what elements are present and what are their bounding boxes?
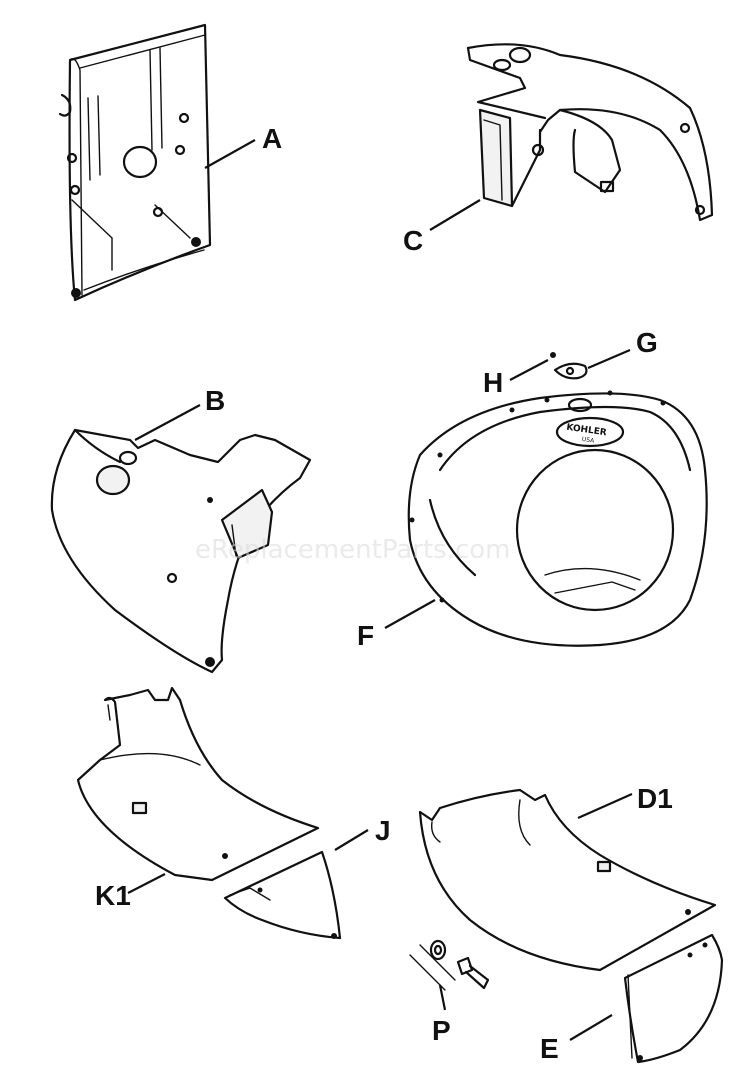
part-j-small-shield bbox=[223, 850, 342, 940]
label-j: J bbox=[375, 815, 391, 846]
label-d1: D1 bbox=[637, 783, 673, 814]
kohler-logo-subtext: USA bbox=[581, 436, 595, 445]
part-g-latch bbox=[553, 362, 588, 380]
label-p: P bbox=[432, 1015, 451, 1046]
part-e-end-shield bbox=[623, 933, 724, 1064]
part-c-upper-shroud bbox=[466, 43, 714, 222]
part-h-clip bbox=[550, 352, 556, 358]
label-c: C bbox=[403, 225, 423, 256]
kohler-logo-badge bbox=[555, 416, 625, 448]
part-a-back-plate bbox=[58, 23, 212, 302]
label-f: F bbox=[357, 620, 374, 651]
label-a: A bbox=[262, 123, 282, 154]
part-d1-lower-shield bbox=[418, 788, 717, 972]
label-h: H bbox=[483, 367, 503, 398]
watermark: eReplacementParts.com bbox=[195, 535, 511, 565]
label-e: E bbox=[540, 1033, 559, 1064]
part-f-blower-housing bbox=[407, 390, 708, 647]
label-b: B bbox=[205, 385, 225, 416]
part-p-bolt-washer bbox=[409, 939, 490, 991]
part-k1-lower-shield bbox=[76, 686, 320, 882]
part-b-side-shroud bbox=[50, 428, 312, 674]
label-g: G bbox=[636, 327, 658, 358]
label-k1: K1 bbox=[95, 880, 131, 911]
